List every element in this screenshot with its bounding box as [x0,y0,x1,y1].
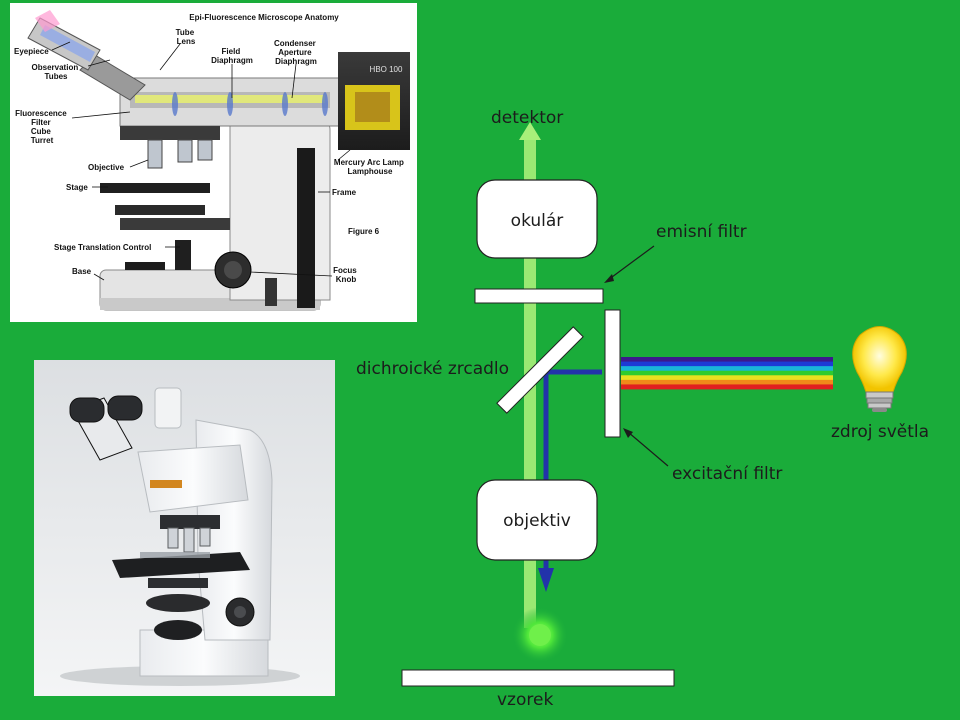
label-figure: Figure 6 [348,227,380,236]
label-fluorescence-turret-line-4: Turret [31,136,54,145]
label-observation-tubes-line-1: Observation [32,63,79,72]
label-objective: Objective [88,163,125,172]
objective-box [476,479,598,561]
eyepiece-box [476,179,598,259]
emission-filter [474,288,604,304]
eyepiece-label: okulár [511,211,564,231]
label-frame: Frame [332,188,357,197]
spectrum-band [621,361,833,367]
anatomy-figure: Epi-Fluorescence Microscope Anatomy [10,3,417,322]
emission-filter-pointer [607,245,655,281]
spectrum-beam [621,357,833,390]
excitation-arrowhead [538,568,554,592]
detector-arrowhead [519,122,541,140]
label-mercury-lamp-line-1: Mercury Arc Lamp [334,158,404,167]
detector-label: detektor [491,108,563,128]
label-observation-tubes: Observation Tubes [32,63,81,81]
label-condenser-aperture-line-1: Condenser [274,39,316,48]
light-source-label: zdroj světla [831,422,929,442]
spectrum-band [621,370,833,376]
label-field-diaphragm-line-1: Field [222,47,241,56]
light-bulb-icon [852,326,907,412]
excitation-filter-label: excitační filtr [672,464,782,484]
objective-label: objektiv [503,511,571,531]
label-fluorescence-turret-line-3: Cube [31,127,52,136]
anatomy-labels [51,41,351,281]
label-stage: Stage [66,183,88,192]
label-tube-lens-line-1: Tube [176,28,195,37]
label-focus-knob: Focus Knob [333,266,359,284]
label-focus-knob-line-2: Knob [336,275,357,284]
spectrum-band [621,384,833,390]
label-condenser-aperture: Condenser Aperture Diaphragm [274,39,318,66]
label-tube-lens: Tube Lens [176,28,197,46]
spectrum-band [621,357,833,362]
optical-diagram: detektor okulár emisní filtr dichroické … [356,108,929,710]
lamp-model-label: HBO 100 [370,65,403,74]
label-eyepiece: Eyepiece [14,47,49,56]
excitation-filter-pointer [627,431,669,467]
dichroic-mirror-label: dichroické zrcadlo [356,359,509,379]
spectrum-band [621,379,833,385]
label-base: Base [72,267,92,276]
label-field-diaphragm-line-2: Diaphragm [211,56,253,65]
label-field-diaphragm: Field Diaphragm [211,47,253,65]
anatomy-label-texts: Eyepiece Observation Tubes Tube Lens Fie… [14,28,406,284]
label-mercury-lamp: Mercury Arc Lamp Lamphouse [334,158,406,176]
label-fluorescence-turret: Fluorescence Filter Cube Turret [15,109,69,145]
spectrum-band [621,366,833,372]
label-fluorescence-turret-line-2: Filter [31,118,51,127]
anatomy-title: Epi-Fluorescence Microscope Anatomy [189,13,339,22]
label-focus-knob-line-1: Focus [333,266,357,275]
sample-slide [401,669,675,687]
label-stage-translation: Stage Translation Control [54,243,151,252]
label-tube-lens-line-2: Lens [177,37,196,46]
sample-label: vzorek [497,690,553,710]
microscope-drawing: HBO 100 [27,10,410,311]
dichroic-mirror [496,326,584,414]
microscope-photo [34,360,335,696]
label-condenser-aperture-line-2: Aperture [278,48,312,57]
label-mercury-lamp-line-2: Lamphouse [348,167,393,176]
label-condenser-aperture-line-3: Diaphragm [275,57,317,66]
label-observation-tubes-line-2: Tubes [45,72,69,81]
excitation-filter [604,309,621,438]
emission-filter-label: emisní filtr [656,222,747,242]
spectrum-band [621,375,833,381]
label-fluorescence-turret-line-1: Fluorescence [15,109,67,118]
